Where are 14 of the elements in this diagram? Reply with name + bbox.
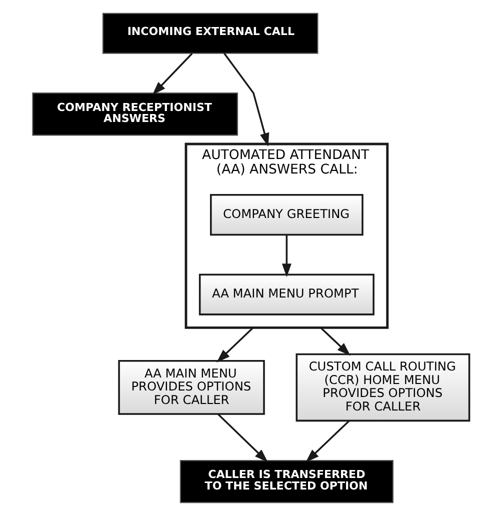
arrow: [282, 234, 292, 277]
node-box: CALLER IS TRANSFERRED TO THE SELECTED OPTION: [180, 459, 394, 503]
node-box: COMPANY RECEPTIONIST ANSWERS: [32, 92, 238, 136]
node-box: AA MAIN MENU PROVIDES OPTIONS FOR CALLER: [118, 360, 265, 414]
arrow: [152, 52, 193, 95]
node-box: COMPANY GREETING: [210, 194, 364, 236]
arrow: [224, 52, 270, 146]
node-box: INCOMING EXTERNAL CALL: [102, 12, 318, 54]
node-box: AA MAIN MENU PROMPT: [198, 273, 374, 315]
arrow: [306, 420, 350, 462]
arrow: [217, 413, 268, 462]
arrow: [320, 326, 351, 356]
node-box: CUSTOM CALL ROUTING (CCR) HOME MENU PROVIDES OPTIONS FOR CALLER: [296, 352, 470, 422]
arrow: [216, 326, 254, 362]
